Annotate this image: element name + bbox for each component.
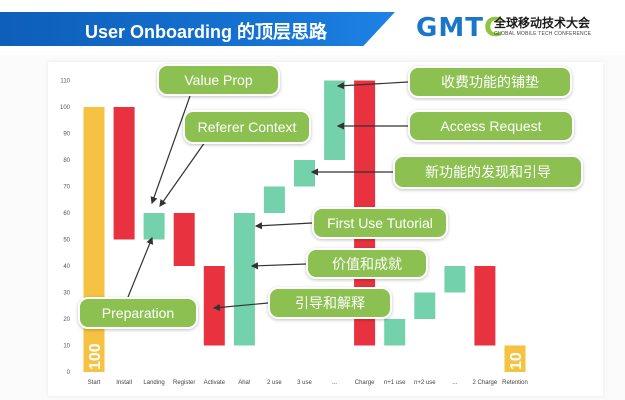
callout-guide-explain: 引导和解释: [268, 287, 392, 319]
arrow-referer-context: [159, 141, 206, 207]
x-tick-label: Install: [116, 380, 132, 386]
bar-3-use: [294, 160, 315, 187]
x-tick-label: n+2 use: [414, 380, 436, 386]
bar-aha: [233, 213, 255, 346]
y-tick-label: 60: [63, 211, 70, 217]
bar-retention: [504, 345, 526, 372]
title-banner: [0, 12, 395, 46]
bar-n-2-use: [414, 292, 436, 319]
bar-n-1-use: [384, 319, 406, 346]
x-tick-label: n+1 use: [384, 380, 406, 386]
arrow-value-achievement: [250, 262, 307, 270]
y-tick-label: 0: [67, 370, 71, 376]
arrow-value-prop: [150, 95, 191, 205]
y-tick-label: 40: [63, 264, 70, 270]
x-tick-label: Landing: [143, 380, 164, 386]
bar-start: [83, 107, 105, 372]
x-tick-label: Charge: [355, 380, 375, 386]
arrow-charge-paving: [336, 81, 409, 90]
y-tick-label: 10: [63, 344, 70, 350]
arrow-first-use-tutorial: [254, 222, 313, 230]
slide-header: User Onboarding 的顶层思路 GMTC 全球移动技术大会 GLOB…: [0, 0, 625, 55]
bar-: [444, 266, 466, 293]
callout-access-request: Access Request: [408, 110, 574, 142]
y-tick-label: 110: [60, 79, 70, 85]
bar-install: [113, 107, 135, 240]
arrow-guide-explain: [212, 302, 269, 312]
x-tick-label: 2 use: [267, 380, 282, 386]
callout-preparation: Preparation: [78, 297, 198, 329]
bar-2-charge: [474, 266, 496, 346]
y-tick-label: 30: [63, 291, 70, 297]
y-tick-label: 50: [63, 238, 70, 244]
x-tick-label: ...: [452, 380, 457, 386]
y-tick-label: 70: [63, 185, 70, 191]
y-tick-label: 20: [63, 317, 70, 323]
y-tick-label: 90: [63, 132, 70, 138]
callout-referer-context: Referer Context: [183, 110, 311, 144]
bar-register: [173, 213, 195, 266]
bar-value-label: 10: [508, 352, 525, 370]
gmtc-logo-cn: 全球移动技术大会: [494, 16, 591, 30]
callout-value-achievement: 价值和成就: [306, 248, 428, 279]
y-tick-label: 100: [60, 105, 71, 111]
bar-landing: [143, 213, 165, 240]
callout-value-prop: Value Prop: [157, 64, 280, 96]
y-tick-label: 80: [63, 158, 70, 164]
x-tick-label: 2 Charge: [473, 380, 498, 386]
callout-new-feature-discovery: 新功能的发现和引导: [393, 155, 583, 189]
x-tick-label: Retention: [502, 380, 528, 386]
x-tick-label: Aha!: [238, 380, 251, 386]
callout-first-use-tutorial: First Use Tutorial: [312, 207, 448, 239]
gmtc-logo-en: GLOBAL MOBILE TECH CONFERENCE: [494, 31, 592, 37]
callout-charge-paving: 收费功能的铺垫: [408, 66, 572, 98]
bar-: [324, 80, 346, 160]
x-tick-label: ...: [332, 380, 337, 386]
x-tick-label: Register: [173, 380, 195, 386]
slide-title: User Onboarding 的顶层思路: [85, 22, 328, 42]
bar-2-use: [263, 186, 285, 213]
bar-value-label: 100: [87, 343, 104, 370]
arrow-preparation: [127, 236, 154, 298]
bar-activate: [203, 266, 225, 346]
gmtc-logo: GMTC: [416, 13, 505, 43]
x-tick-label: 3 use: [297, 380, 312, 386]
x-tick-label: Start: [88, 380, 101, 386]
x-tick-label: Activate: [204, 380, 226, 386]
